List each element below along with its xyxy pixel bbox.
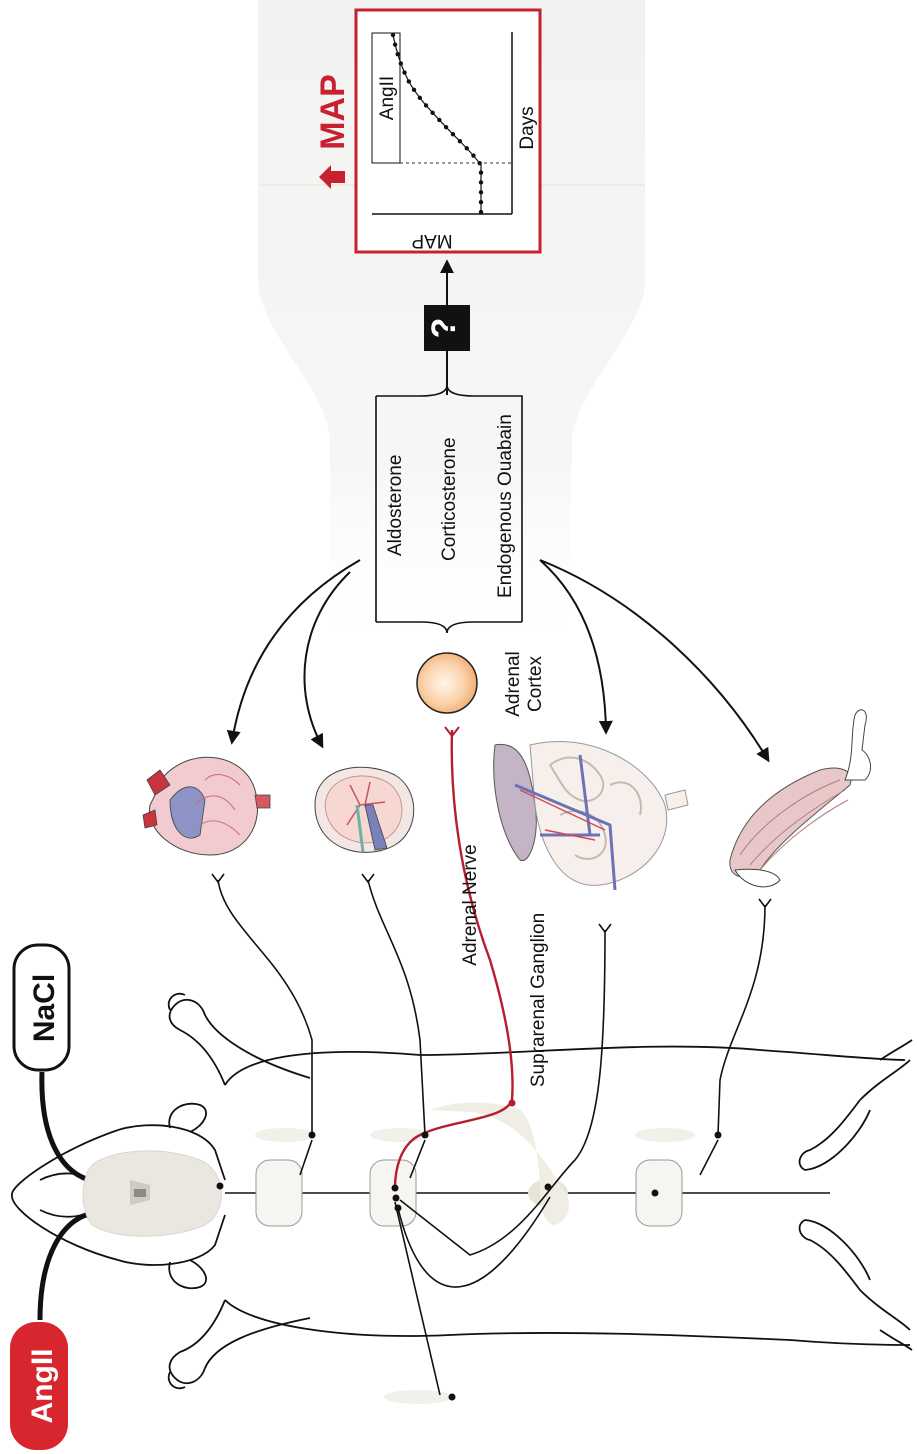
graph-data-point	[479, 190, 483, 194]
graph-data-point	[399, 61, 403, 65]
graph-data-point	[424, 103, 428, 107]
graph-ylabel: MAP	[411, 230, 452, 251]
graph-data-point	[479, 200, 483, 204]
graph-data-point	[418, 96, 422, 100]
graph-data-point	[479, 170, 483, 174]
gut-icon	[494, 741, 688, 890]
map-title: MAP	[314, 74, 352, 150]
nerve-terminals	[212, 874, 771, 932]
graph-data-point	[407, 79, 411, 83]
suprarenal-ganglion-label: Suprarenal Ganglion	[528, 913, 549, 1087]
graph-data-point	[391, 33, 395, 37]
graph-data-point	[479, 210, 483, 214]
suprarenal-ganglion-shape	[430, 1103, 569, 1226]
graph-data-point	[412, 88, 416, 92]
graph-data-point	[402, 70, 406, 74]
heart-icon	[143, 757, 270, 855]
graph-data-point	[451, 132, 455, 136]
graph-data-point	[393, 42, 397, 46]
ganglia	[255, 1128, 695, 1404]
graph-data-point	[395, 52, 399, 56]
graph-data-point	[444, 125, 448, 129]
adrenal-cortex-label-2: Cortex	[525, 656, 546, 712]
question-mark: ?	[425, 318, 463, 339]
muscle-icon	[730, 710, 871, 887]
hormone-aldosterone: Aldosterone	[385, 455, 406, 556]
hormone-corticosterone: Corticosterone	[439, 437, 460, 561]
arrow-to-muscle	[540, 560, 768, 760]
unknown-mechanism-box: ?	[424, 305, 470, 351]
graph-data-point	[465, 146, 469, 150]
map-graph: AngII Days MAP	[356, 10, 540, 252]
angii-input: AngII	[10, 1322, 68, 1450]
nacl-input: NaCl	[14, 945, 69, 1070]
graph-xlabel: Days	[517, 106, 538, 149]
neuron-dots	[217, 1100, 722, 1401]
graph-data-point	[479, 180, 483, 184]
angii-input-label: AngII	[26, 1349, 59, 1424]
graph-data-point	[458, 139, 462, 143]
nacl-input-label: NaCl	[28, 974, 61, 1042]
brain-icon	[83, 1151, 221, 1236]
adrenal-gland-icon	[417, 653, 477, 713]
graph-data-point	[471, 153, 475, 157]
graph-angii-label: AngII	[377, 76, 398, 120]
graph-data-point	[437, 118, 441, 122]
adrenal-nerve-label: Adrenal Nerve	[460, 844, 481, 965]
adrenal-cortex-label-1: Adrenal	[503, 651, 524, 717]
graph-data-point	[430, 111, 434, 115]
graph-data-point	[477, 161, 481, 165]
hormone-endogenous-ouabain: Endogenous Ouabain	[495, 414, 516, 598]
kidney-icon	[315, 767, 414, 852]
